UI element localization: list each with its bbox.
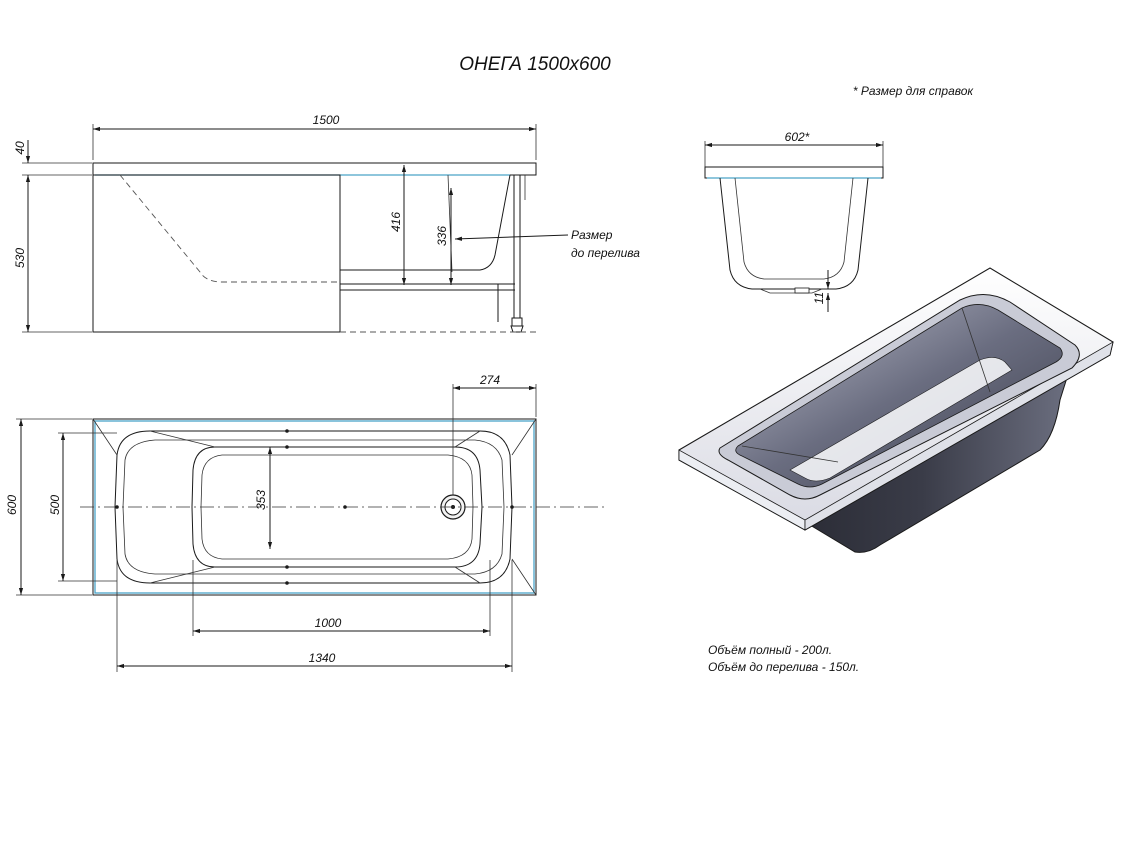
side-view: 1500 40 530 416 336 Размер до перелива <box>13 113 640 333</box>
dim-total-width: 600 <box>5 495 19 515</box>
dim-inner-length: 1340 <box>309 651 336 665</box>
dim-total-length: 1500 <box>313 113 340 127</box>
drawing-title: ОНЕГА 1500х600 <box>459 54 611 75</box>
overflow-note-line2: до перелива <box>571 246 640 260</box>
dim-drain-offset: 274 <box>479 373 500 387</box>
dim-inner-width: 500 <box>48 495 62 515</box>
end-view: 602* 11 <box>704 130 884 312</box>
volume-full: Объём полный - 200л. <box>708 643 832 657</box>
dim-bottom-length: 1000 <box>315 616 342 630</box>
volume-overflow: Объём до перелива - 150л. <box>708 660 859 674</box>
dim-overflow-depth: 336 <box>435 226 449 246</box>
dim-inner-depth: 416 <box>389 212 403 232</box>
isometric-view <box>678 267 1114 553</box>
dim-width-ref: 602* <box>785 130 810 144</box>
top-view: 274 600 500 353 1000 1340 <box>5 373 606 672</box>
overflow-note-line1: Размер <box>571 228 613 242</box>
dim-foot: 11 <box>812 292 826 304</box>
dim-rim-thickness: 40 <box>13 141 27 155</box>
reference-note: * Размер для справок <box>853 84 975 98</box>
dim-total-height: 530 <box>13 248 27 268</box>
dim-bottom-width: 353 <box>254 490 268 510</box>
